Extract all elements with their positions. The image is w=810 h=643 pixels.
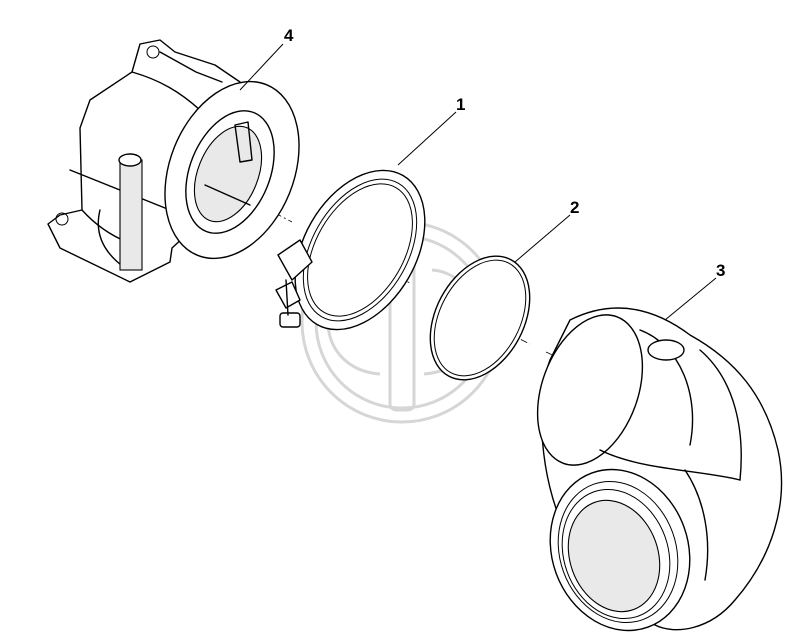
part-2-seal-ring xyxy=(429,255,531,381)
callout-3: 3 xyxy=(664,261,725,321)
callout-4: 4 xyxy=(239,26,294,91)
callout-2: 2 xyxy=(514,198,579,263)
part-1-clamp xyxy=(275,169,426,331)
callout-label: 1 xyxy=(456,95,465,114)
part-3-elbow-pipe xyxy=(536,307,783,632)
callout-1: 1 xyxy=(397,95,465,166)
callout-label: 2 xyxy=(570,198,579,217)
callout-label: 3 xyxy=(716,261,725,280)
callout-label: 4 xyxy=(284,26,294,45)
part-4-housing xyxy=(47,39,300,283)
